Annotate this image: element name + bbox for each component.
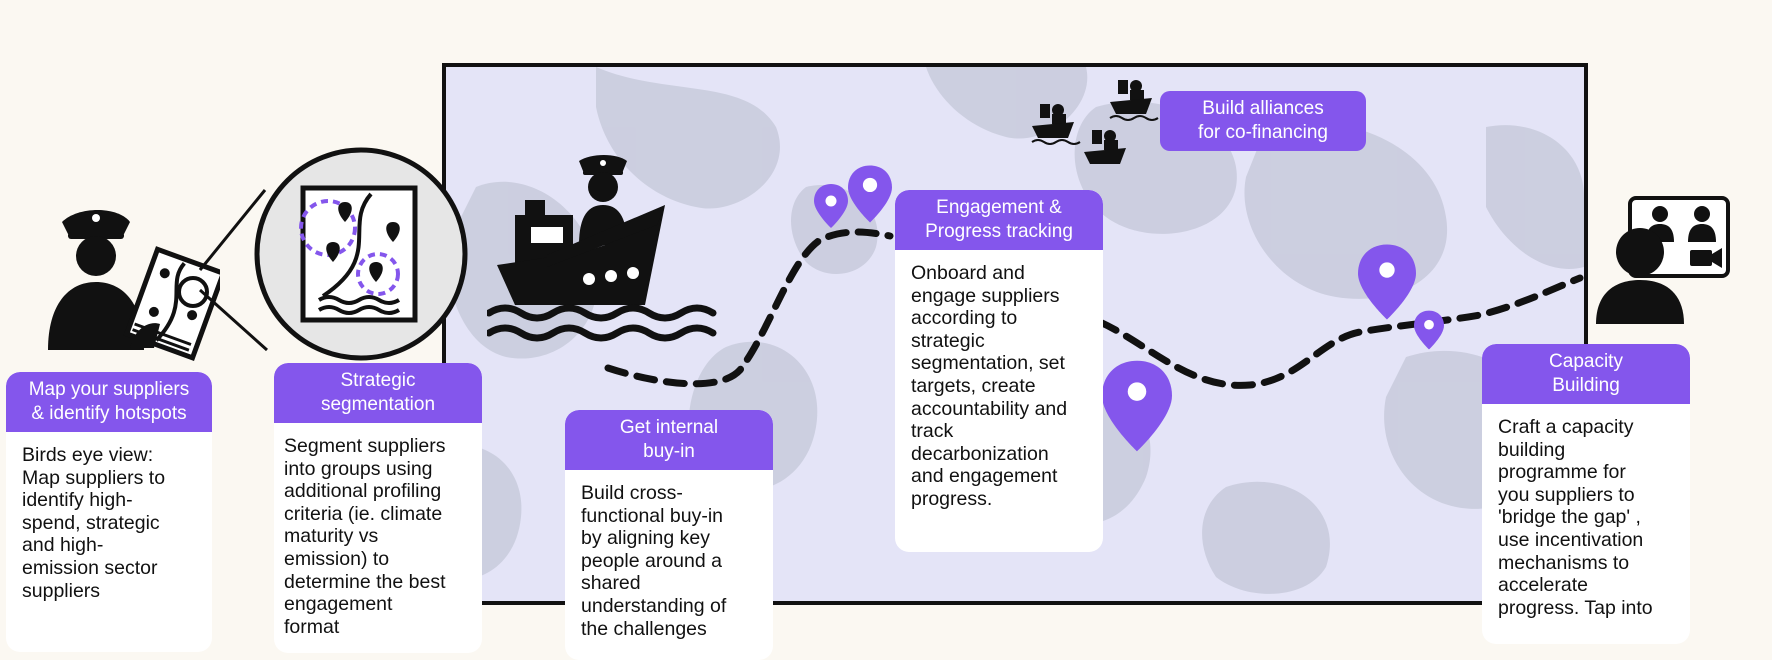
location-pin-icon [1358, 244, 1416, 320]
location-pin-icon [1414, 310, 1444, 350]
step-card-body: Build cross- functional buy-in by aligni… [581, 482, 727, 640]
step-card-title: Map your suppliers & identify hotspots [6, 372, 212, 432]
step-card-body: Onboard and engage suppliers according t… [911, 262, 1068, 510]
step-card-strategic-segmentation: Strategic segmentation Segment suppliers… [274, 363, 482, 653]
magnifier-map-icon [254, 147, 468, 361]
step-card-body: Birds eye view: Map suppliers to identif… [22, 444, 166, 602]
step-card-body: Segment suppliers into groups using addi… [284, 435, 446, 638]
location-pin-icon [1102, 360, 1172, 452]
captain-with-map-icon [48, 210, 220, 362]
step-card-title: Engagement & Progress tracking [895, 190, 1103, 250]
step-card-internal-buy-in: Get internal buy-in Build cross- functio… [565, 410, 773, 660]
video-call-icon [1596, 196, 1730, 324]
magnifier-connector [198, 189, 269, 352]
step-card-title: Get internal buy-in [565, 410, 773, 470]
step-card-capacity-building: Capacity Building Craft a capacity build… [1482, 344, 1690, 644]
step-card-title: Capacity Building [1482, 344, 1690, 404]
step-build-alliances-label: Build alliances for co-financing [1160, 91, 1366, 151]
step-card-map-suppliers: Map your suppliers & identify hotspots B… [6, 372, 212, 652]
route-path [604, 228, 1584, 389]
cargo-ship-with-captain-icon [487, 155, 717, 342]
step-card-title: Strategic segmentation [274, 363, 482, 423]
step-card-engagement-tracking: Engagement & Progress tracking Onboard a… [895, 190, 1103, 552]
ship-fleet-icon [1031, 80, 1159, 164]
location-pin-icon [814, 184, 848, 228]
location-pin-icon [848, 165, 892, 223]
step-card-body: Craft a capacity building programme for … [1498, 416, 1653, 619]
